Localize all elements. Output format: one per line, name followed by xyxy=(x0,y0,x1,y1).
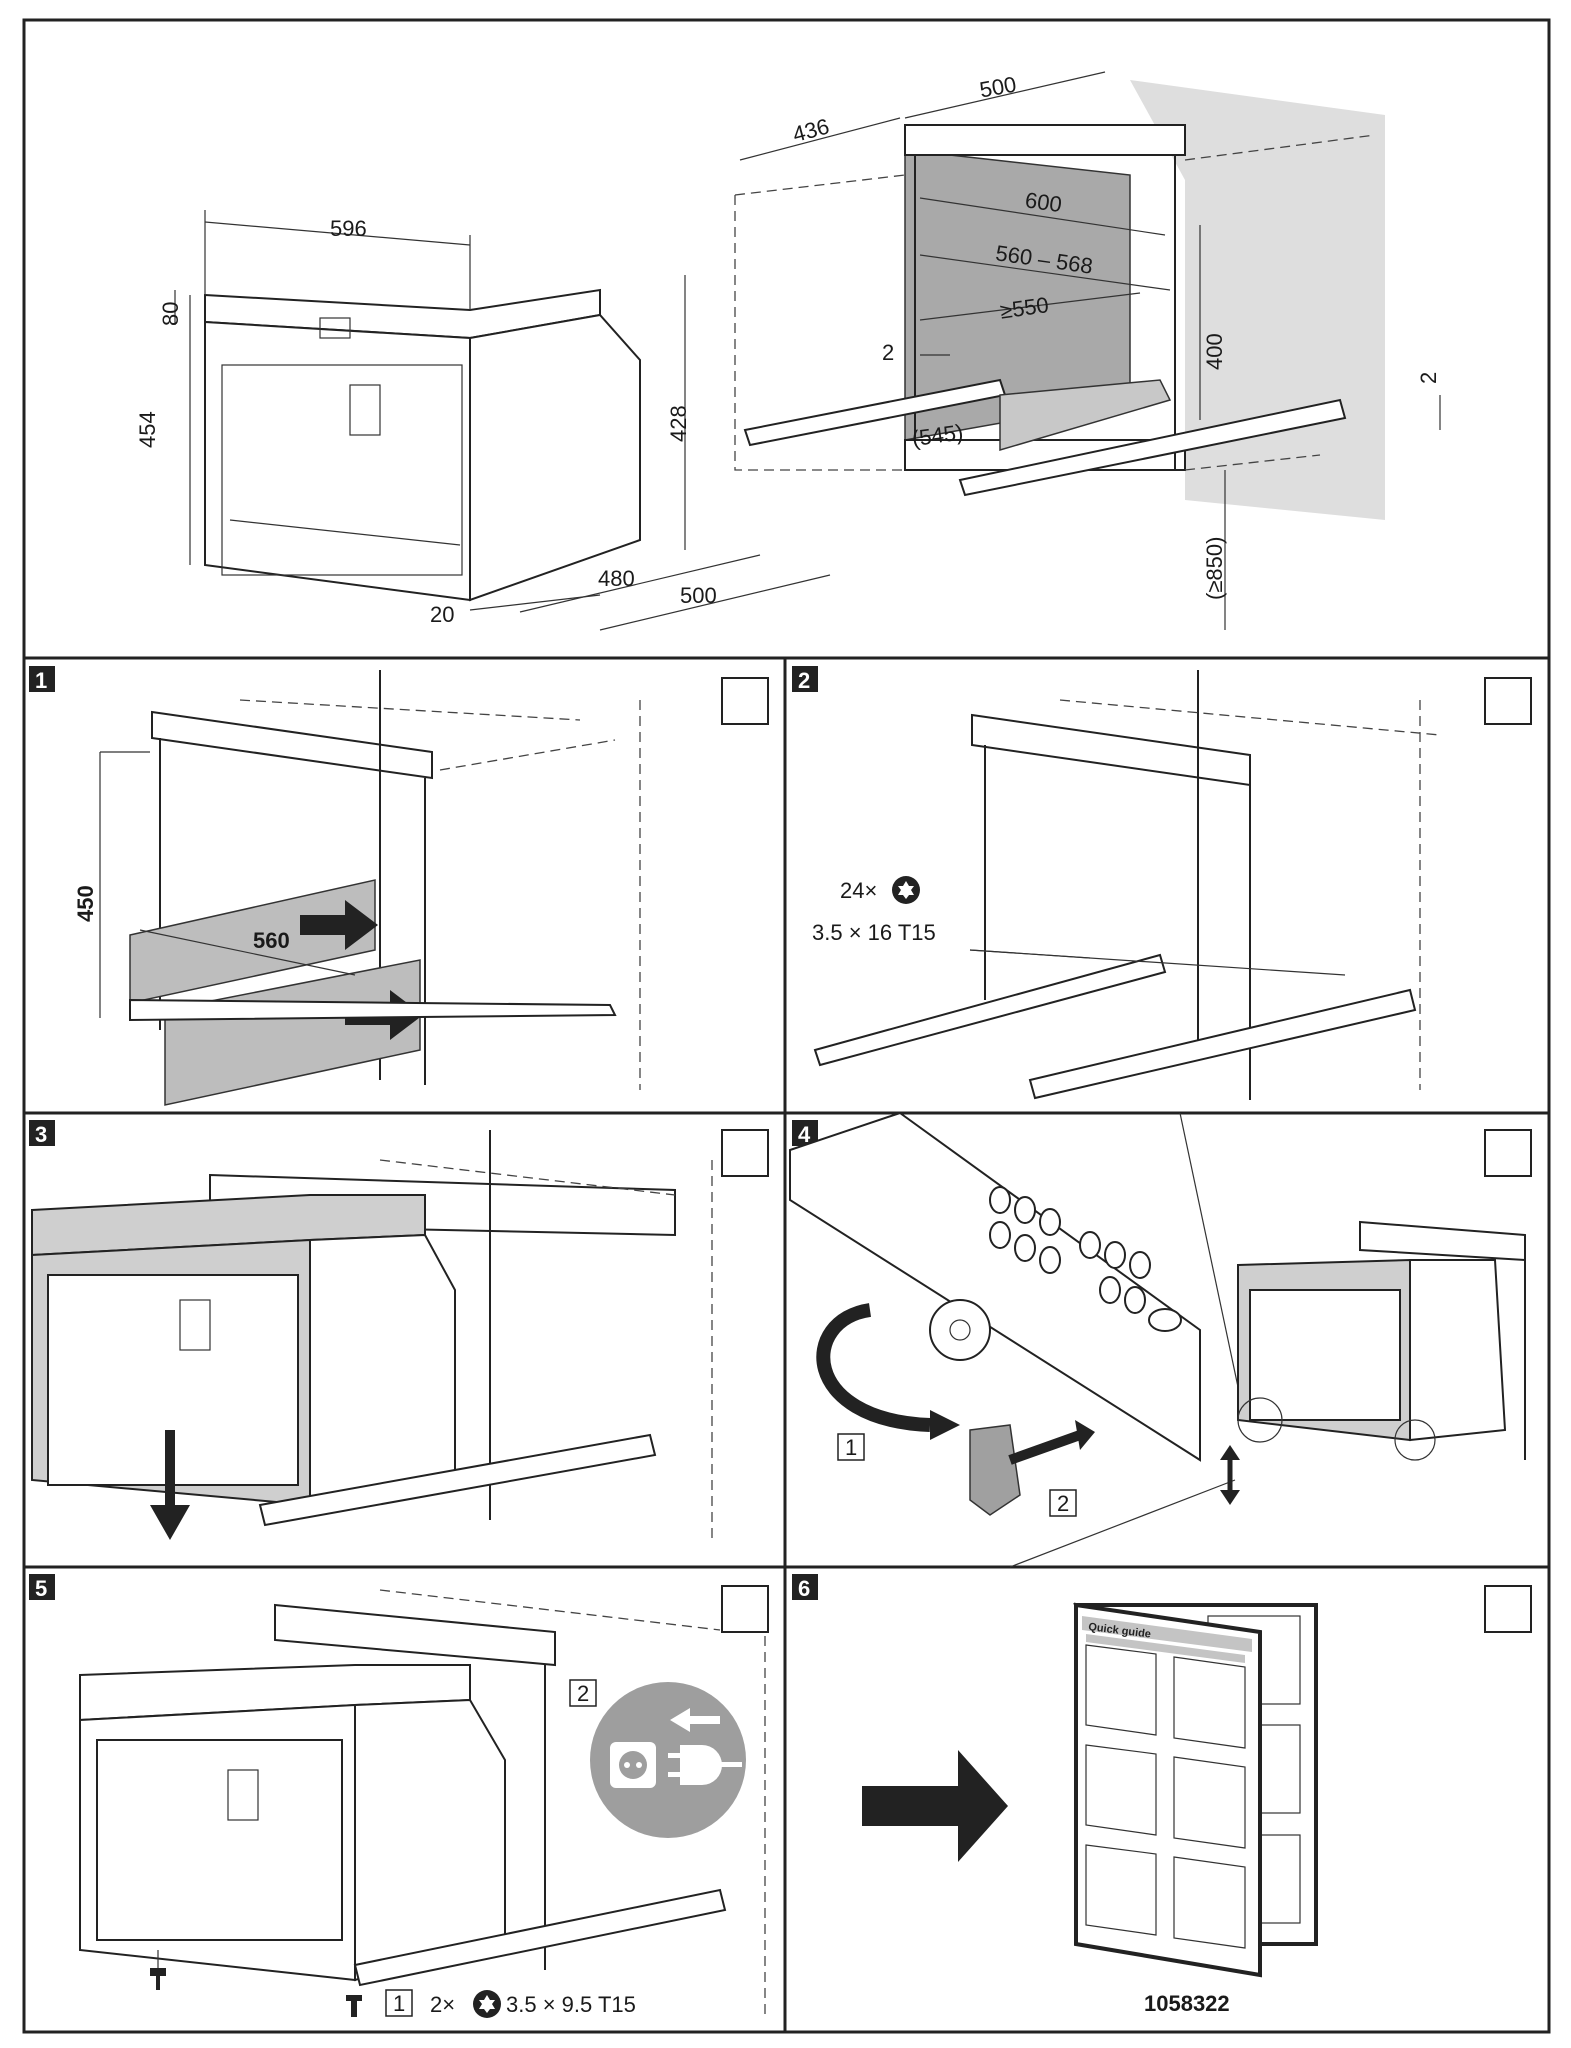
step-2-panel xyxy=(792,666,1441,1100)
step-2-checkbox[interactable] xyxy=(1484,677,1532,725)
callout-1-box xyxy=(837,1433,865,1461)
niche-dimension-drawing xyxy=(734,71,1441,630)
step-1-panel xyxy=(29,666,641,1106)
dim-height: 454 xyxy=(135,411,160,448)
dim-gap-right: 2 xyxy=(1416,372,1441,384)
callout-2-box xyxy=(1049,1489,1077,1517)
step-number: 1 xyxy=(35,668,47,693)
step-number: 4 xyxy=(798,1122,811,1147)
dim-panel-height: 450 xyxy=(73,885,98,922)
dim-600: 600 xyxy=(1024,187,1064,217)
arrow-right-icon xyxy=(862,1750,1008,1862)
dim-niche-height: 400 xyxy=(1202,333,1227,370)
document-number: 1058322 xyxy=(1144,1991,1230,2016)
dim-gap-left: 2 xyxy=(882,340,894,365)
quick-guide-booklet xyxy=(1073,1602,1318,1978)
torx-star-icon xyxy=(892,876,920,904)
step-number: 6 xyxy=(798,1576,810,1601)
appliance-dimension-drawing xyxy=(174,210,831,631)
callout-1: 1 xyxy=(845,1435,857,1460)
callout-2-box xyxy=(569,1679,597,1707)
callout-2: 2 xyxy=(577,1681,589,1706)
dim-panel-width: 560 xyxy=(253,928,290,953)
step-1-checkbox[interactable] xyxy=(721,677,769,725)
screw-count: 24× xyxy=(840,878,877,903)
step-5-panel xyxy=(29,1574,766,2020)
dim-side-height: 428 xyxy=(666,405,691,442)
callout-1-box xyxy=(385,1989,413,2017)
dim-body-depth: 480 xyxy=(598,566,635,591)
step-3-panel xyxy=(29,1120,713,1540)
dim-top-height: 80 xyxy=(158,302,183,326)
step-5-checkbox[interactable] xyxy=(721,1585,769,1633)
screw-spec: 3.5 × 16 T15 xyxy=(812,920,936,945)
step-3-checkbox[interactable] xyxy=(721,1129,769,1177)
dim-front-depth: 20 xyxy=(430,602,454,627)
screw-icon xyxy=(346,1995,362,2017)
step-number: 5 xyxy=(35,1576,47,1601)
step-6-checkbox[interactable] xyxy=(1484,1585,1532,1633)
callout-1: 1 xyxy=(393,1991,405,2016)
torx-star-icon xyxy=(473,1990,501,2018)
screw-spec: 3.5 × 9.5 T15 xyxy=(506,1992,636,2017)
unplug-power-icon xyxy=(590,1682,746,1838)
dim-width: 596 xyxy=(330,216,367,241)
step-number: 2 xyxy=(798,668,810,693)
callout-2: 2 xyxy=(1057,1491,1069,1516)
screw-count: 2× xyxy=(430,1992,455,2017)
dim-niche-depth: 436 xyxy=(790,113,832,147)
dim-niche-top-width: 500 xyxy=(978,71,1019,102)
dim-total-depth: 500 xyxy=(680,583,717,608)
step-4-checkbox[interactable] xyxy=(1484,1129,1532,1177)
step-4-panel xyxy=(789,1111,1526,1568)
dim-min-floor-height: (≥850) xyxy=(1202,537,1227,600)
step-number: 3 xyxy=(35,1122,47,1147)
step-6-panel xyxy=(792,1574,1318,1978)
